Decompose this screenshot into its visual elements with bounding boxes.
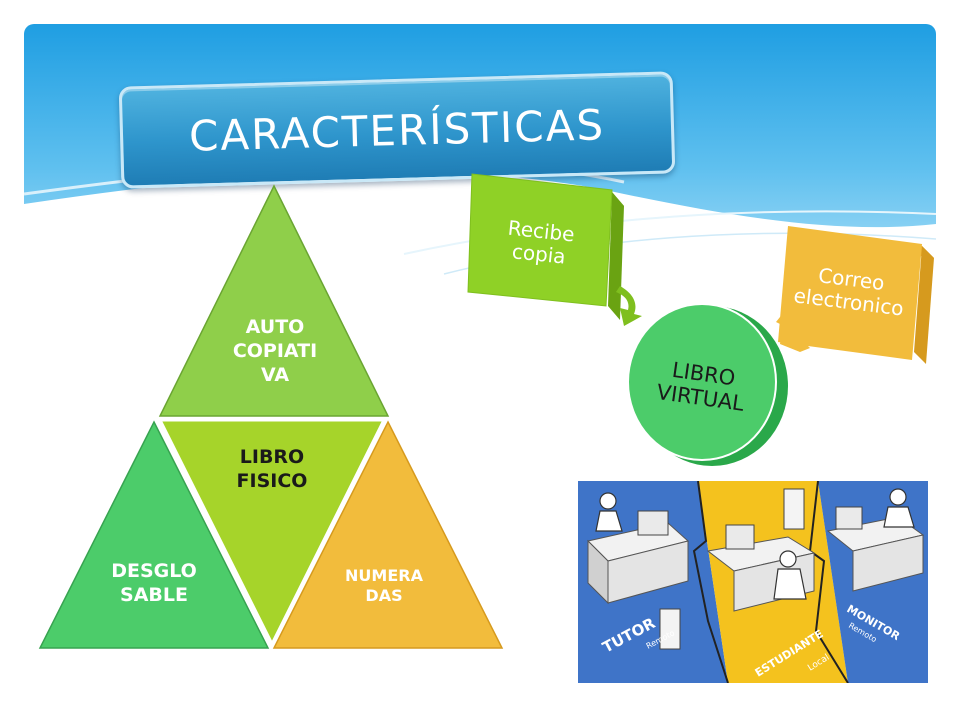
- pyramid-top-triangle: [158, 184, 390, 417]
- correo-arrow: [776, 312, 810, 352]
- pyramid-diagram: [38, 184, 504, 649]
- office-illustration: TUTOR Remoto ESTUDIANTE Local MONITOR Re…: [578, 481, 928, 683]
- recibe-copia-box: [467, 173, 624, 320]
- flow-diagram: [467, 173, 934, 466]
- recibe-arrow: [616, 286, 642, 326]
- correo-box: [778, 226, 934, 364]
- pyramid-center-triangle: [157, 418, 387, 648]
- libro-virtual-circle: [627, 303, 788, 466]
- pyramid-right-triangle: [272, 420, 504, 649]
- pyramid-left-triangle: [38, 420, 270, 649]
